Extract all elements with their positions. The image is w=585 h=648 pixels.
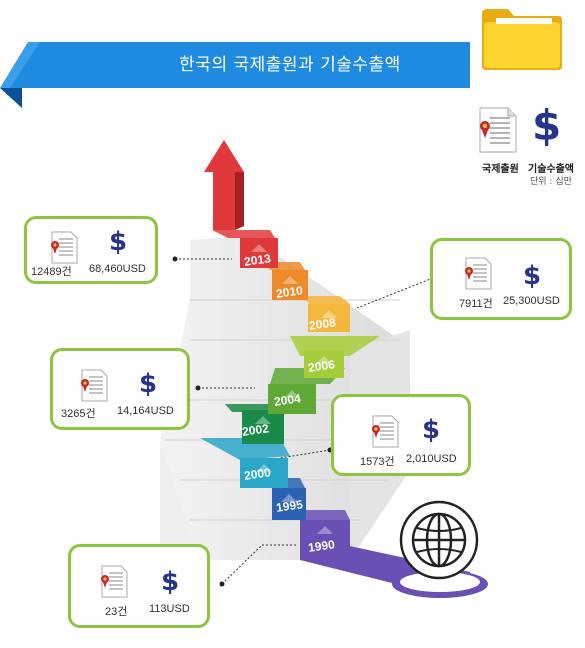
year-label: 2000 bbox=[243, 465, 272, 483]
year-label: 2002 bbox=[241, 421, 270, 439]
certificate-icon bbox=[81, 369, 108, 402]
patent-count: 1573건 bbox=[360, 456, 395, 468]
year-label: 2004 bbox=[273, 391, 302, 409]
step-2006: 2006 bbox=[290, 336, 380, 378]
certificate-icon bbox=[479, 107, 517, 153]
callout-2004: $ 3265건 14,164USD bbox=[50, 348, 190, 430]
export-amount: 2,010USD bbox=[406, 453, 457, 465]
year-label: 2013 bbox=[243, 251, 272, 269]
certificate-icon bbox=[372, 415, 399, 448]
year-label: 2010 bbox=[275, 283, 304, 301]
dollar-icon: $ bbox=[109, 227, 128, 257]
export-amount: 68,460USD bbox=[89, 263, 146, 275]
year-label: 2006 bbox=[307, 357, 336, 375]
year-label: 1995 bbox=[275, 497, 304, 515]
export-amount: 25,300USD bbox=[503, 295, 560, 307]
callout-2000: $ 1573건 2,010USD bbox=[331, 394, 471, 476]
patent-count: 23건 bbox=[105, 606, 128, 618]
callout-2008: $ 7911건 25,300USD bbox=[430, 238, 572, 320]
dollar-icon: $ bbox=[161, 567, 180, 597]
callout-2013: $ 12489건 68,460USD bbox=[24, 216, 158, 284]
callout-1990: $ 23건 113USD bbox=[68, 544, 210, 628]
patent-count: 12489건 bbox=[31, 266, 72, 278]
year-label: 2008 bbox=[308, 315, 337, 333]
export-amount: 14,164USD bbox=[117, 405, 174, 417]
globe-icon bbox=[399, 500, 479, 580]
dollar-icon: $ bbox=[139, 369, 158, 399]
dollar-icon: $ bbox=[523, 261, 542, 291]
legend-export-label: 기술수출액 bbox=[528, 164, 574, 175]
page-title: 한국의 국제출원과 기술수출액 bbox=[179, 55, 401, 75]
patent-count: 7911건 bbox=[459, 298, 493, 310]
export-amount: 113USD bbox=[149, 603, 190, 615]
step-1995: 1995 bbox=[270, 478, 306, 520]
step-2008: 2008 bbox=[300, 296, 350, 333]
step-1990: 1990 bbox=[300, 510, 350, 560]
certificate-icon bbox=[51, 231, 78, 264]
legend-patent-label: 국제출원 bbox=[482, 164, 519, 175]
unit-label: 단위 : 십만 bbox=[530, 177, 572, 187]
certificate-icon bbox=[101, 565, 128, 598]
step-2002: 2002 bbox=[225, 404, 284, 444]
year-label: 1990 bbox=[307, 537, 336, 555]
patent-count: 3265건 bbox=[61, 408, 96, 420]
dollar-icon: $ bbox=[422, 415, 441, 445]
step-2000: 2000 bbox=[200, 438, 290, 488]
title-banner bbox=[0, 42, 470, 108]
dollar-icon: $ bbox=[532, 101, 562, 150]
folder-icon[interactable] bbox=[478, 6, 564, 72]
step-2013: 2013 bbox=[212, 230, 278, 269]
certificate-icon bbox=[465, 257, 492, 290]
growth-arrow bbox=[204, 140, 244, 230]
